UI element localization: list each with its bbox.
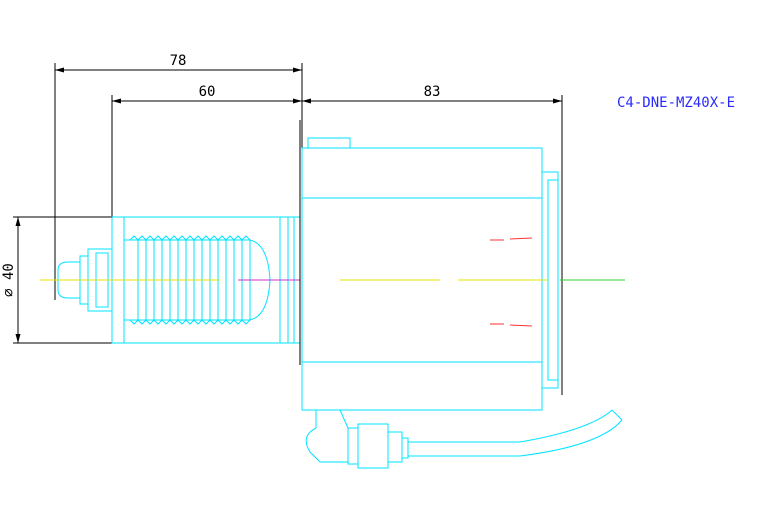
hidden-lines — [490, 237, 533, 327]
drawing-sheet — [0, 51, 767, 469]
dim-diameter: ⌀ 40 — [1, 263, 17, 297]
dim-body-length: 83 — [424, 84, 441, 100]
dim-overall-length: 78 — [170, 53, 187, 69]
dimension-arrows — [15, 67, 562, 343]
part-outline — [57, 137, 623, 469]
part-number-label: C4-DNE-MZ40X-E — [617, 95, 735, 111]
dim-front-length: 60 — [199, 84, 216, 100]
